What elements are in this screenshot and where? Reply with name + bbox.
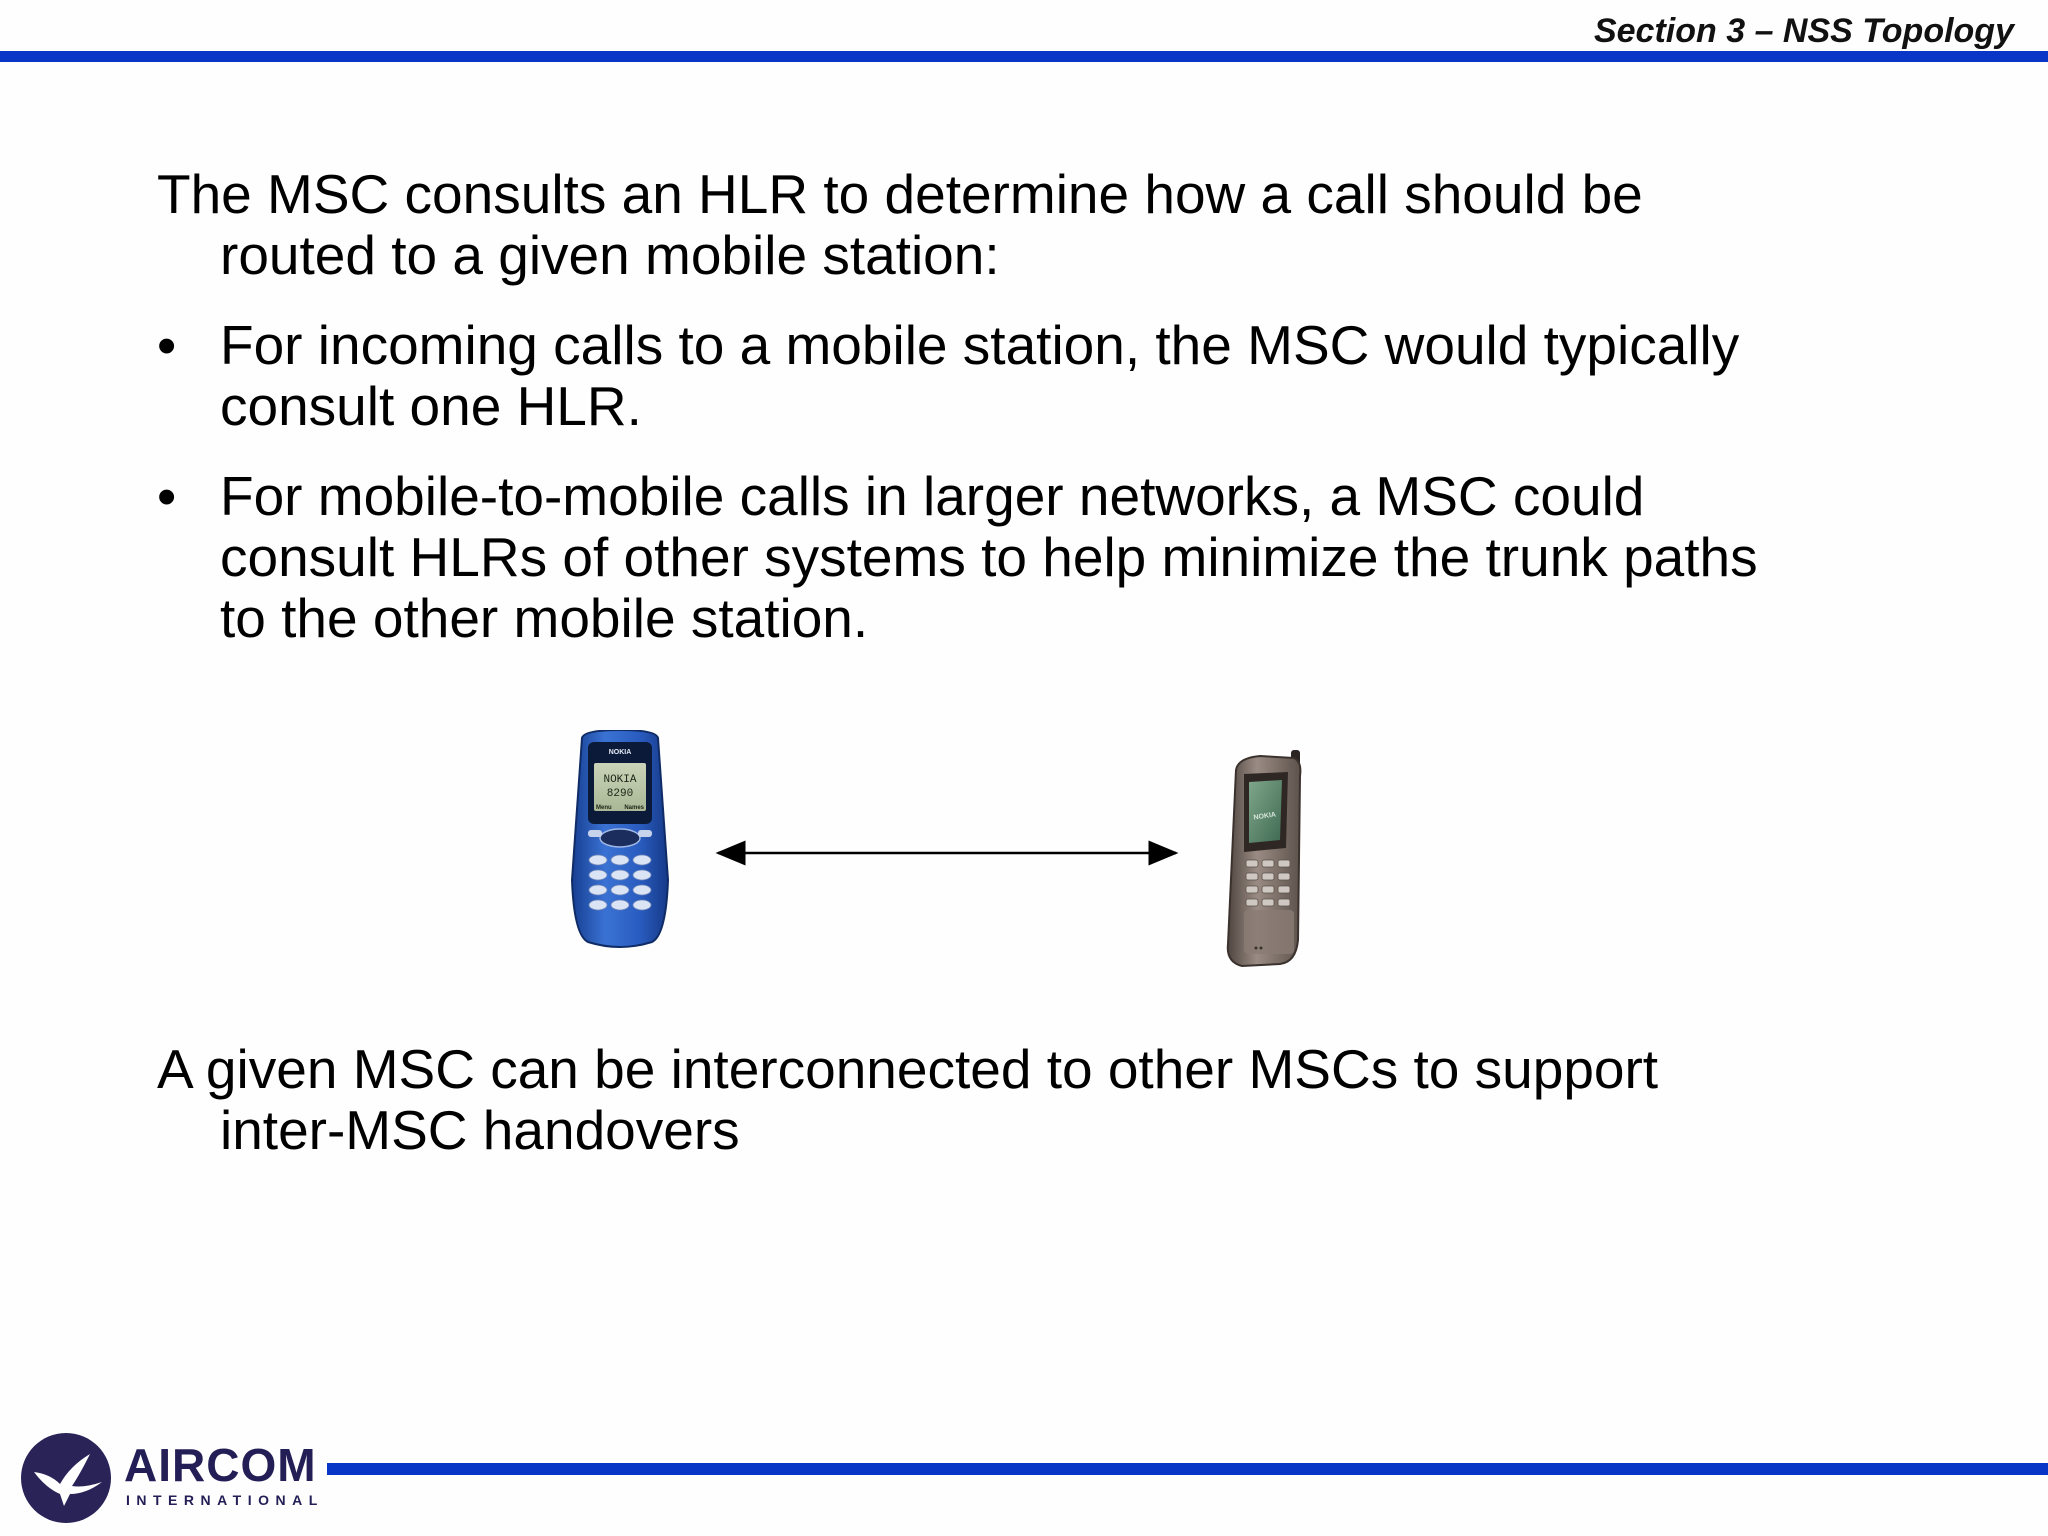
bullet-item: • For incoming calls to a mobile station… — [157, 315, 1917, 437]
bullet-symbol: • — [157, 465, 177, 527]
bullet-line: For mobile-to-mobile calls in larger net… — [220, 465, 1645, 527]
bullet-symbol: • — [157, 314, 177, 376]
aircom-logo: AIRCOM INTERNATIONAL — [20, 1430, 320, 1526]
left-phone-screen-line1: NOKIA — [603, 774, 636, 786]
bullet-line: For incoming calls to a mobile station, … — [220, 314, 1740, 376]
right-phone: NOKIA — [1226, 750, 1302, 968]
phone-to-phone-diagram: NOKIA NOKIA 8290 Menu Names NOKIA — [570, 730, 1302, 968]
left-phone-brand: NOKIA — [609, 749, 632, 756]
closing-line-2: inter-MSC handovers — [220, 1099, 740, 1161]
bullet-line: to the other mobile station. — [220, 587, 869, 649]
bullet-line: consult HLRs of other systems to help mi… — [220, 526, 1758, 588]
left-phone-softkey-left: Menu — [596, 805, 612, 811]
bullet-item: • For mobile-to-mobile calls in larger n… — [157, 466, 1917, 649]
left-phone-screen-line2: 8290 — [607, 788, 633, 800]
top-rule — [0, 51, 2048, 62]
intro-line-2: routed to a given mobile station: — [220, 224, 1000, 286]
intro-line-1: The MSC consults an HLR to determine how… — [157, 163, 1643, 225]
right-phone-brand: NOKIA — [1253, 811, 1276, 821]
section-title: Section 3 – NSS Topology — [1593, 12, 2014, 50]
bottom-rule — [327, 1463, 2048, 1475]
left-phone-softkey-right: Names — [624, 805, 644, 811]
left-phone: NOKIA NOKIA 8290 Menu Names — [570, 730, 670, 948]
bullet-line: consult one HLR. — [220, 375, 642, 437]
closing-line-1: A given MSC can be interconnected to oth… — [157, 1038, 1659, 1100]
intro-paragraph: The MSC consults an HLR to determine how… — [157, 164, 1917, 286]
bird-logo-icon — [21, 1433, 111, 1523]
closing-paragraph: A given MSC can be interconnected to oth… — [157, 1039, 1917, 1161]
logo-subtitle: INTERNATIONAL — [126, 1492, 324, 1508]
logo-wordmark: AIRCOM — [124, 1439, 317, 1491]
